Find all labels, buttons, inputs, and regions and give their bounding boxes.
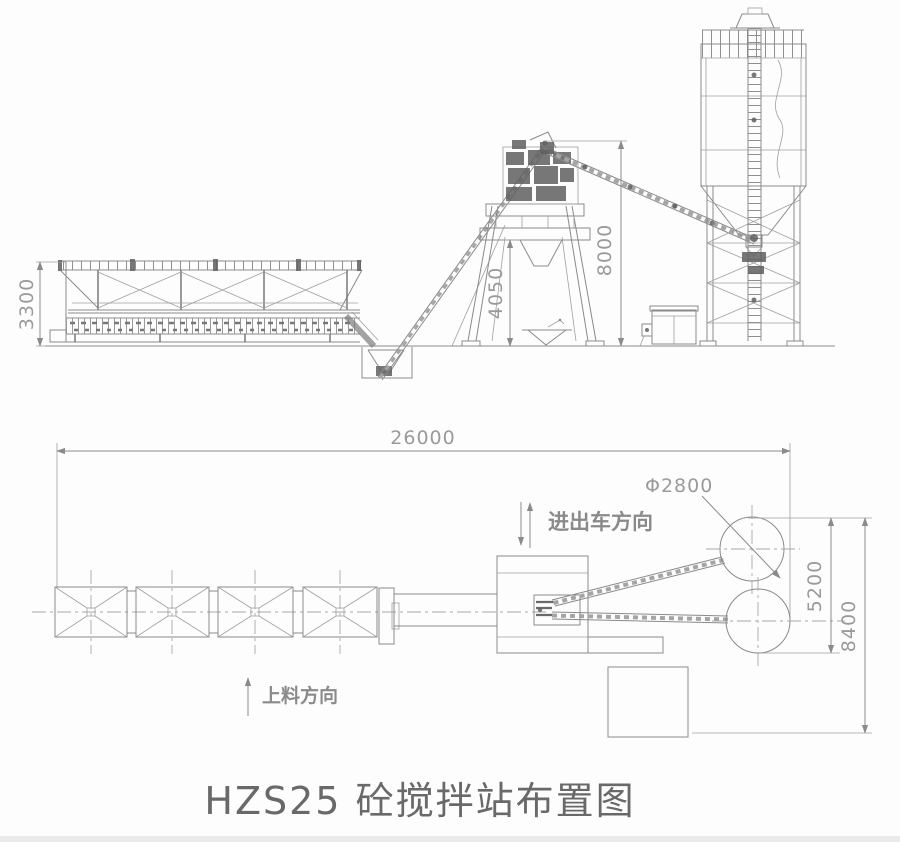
feeding-direction-text: 上料方向 <box>262 684 338 707</box>
aggregate-batcher-elevation <box>49 259 379 349</box>
dim-3300-text: 3300 <box>16 278 38 330</box>
dim-total-length: 26000 <box>56 427 791 623</box>
vehicle-direction-text: 进出车方向 <box>548 510 653 534</box>
feeding-direction-annotation: 上料方向 <box>244 677 338 716</box>
cement-silo-elevation <box>699 7 807 347</box>
screw-conveyor-elevation <box>540 142 757 245</box>
vehicle-direction-annotation: 进出车方向 <box>517 502 653 548</box>
dim-discharge-height: 4050 <box>485 239 520 347</box>
silo-diameter-annotation: Φ2800 <box>645 475 781 579</box>
skip-hopper-pit <box>361 347 413 379</box>
dim-silo-span: 5200 <box>748 517 872 654</box>
dim-total-width: 8400 <box>692 517 872 734</box>
silo-diameter-text: Φ2800 <box>645 475 713 497</box>
dim-plant-height: 8000 <box>544 140 627 347</box>
dim-5200-text: 5200 <box>804 560 826 612</box>
dim-batcher-height: 3300 <box>16 261 66 347</box>
dim-8400-text: 8400 <box>838 600 860 652</box>
silo-circles-plan <box>706 505 845 667</box>
water-tank <box>639 305 699 347</box>
stairs-plan <box>587 636 664 654</box>
plan-view: 26000 <box>32 427 872 738</box>
dim-26000-text: 26000 <box>390 427 455 449</box>
belt-conveyor-plan <box>393 593 498 627</box>
mixer-building-plan <box>496 555 589 654</box>
screw-conveyors-plan <box>551 556 729 624</box>
control-room-plan <box>607 666 689 738</box>
elevation-view: 3300 <box>16 7 835 381</box>
dim-8000-text: 8000 <box>594 224 616 276</box>
aggregate-bins-plan <box>32 570 548 654</box>
drawing-title: HZS25 砼搅拌站布置图 <box>204 779 635 823</box>
bottom-border <box>0 836 900 842</box>
dim-4050-text: 4050 <box>485 267 507 319</box>
